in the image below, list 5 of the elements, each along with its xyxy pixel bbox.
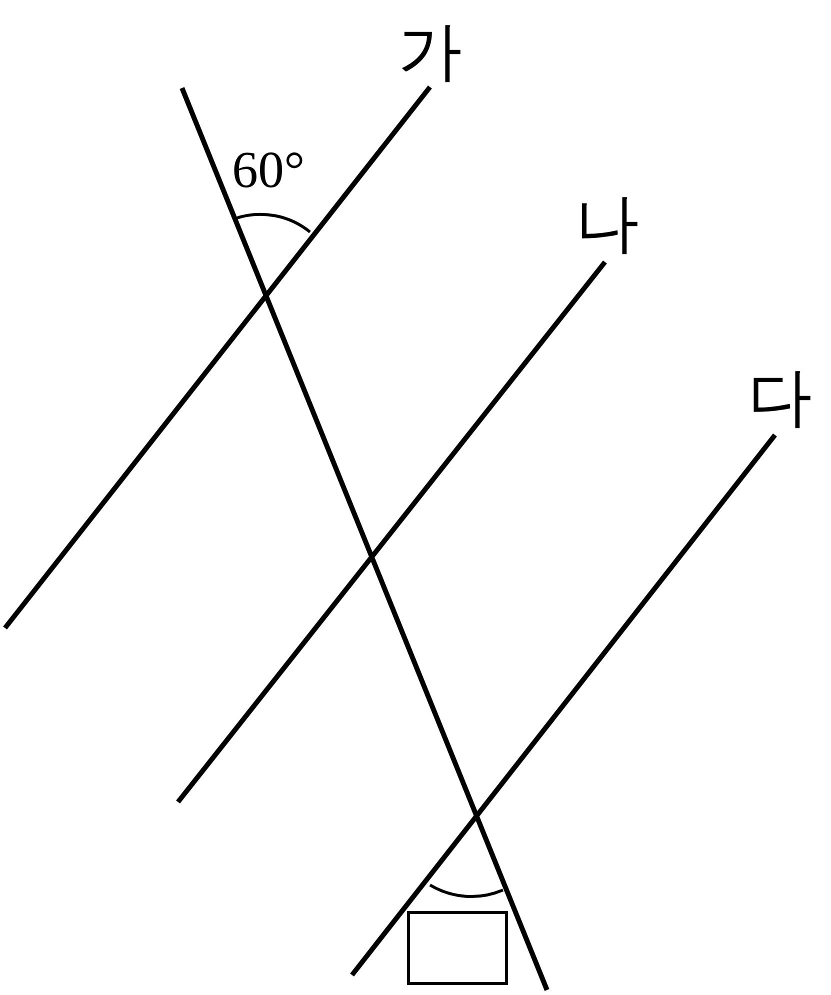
line-label: 가 xyxy=(398,20,462,84)
answer-box xyxy=(407,911,508,985)
line-label: 다 xyxy=(748,366,812,430)
line-label: 나 xyxy=(575,192,639,256)
angle-label: 60° xyxy=(232,145,305,197)
